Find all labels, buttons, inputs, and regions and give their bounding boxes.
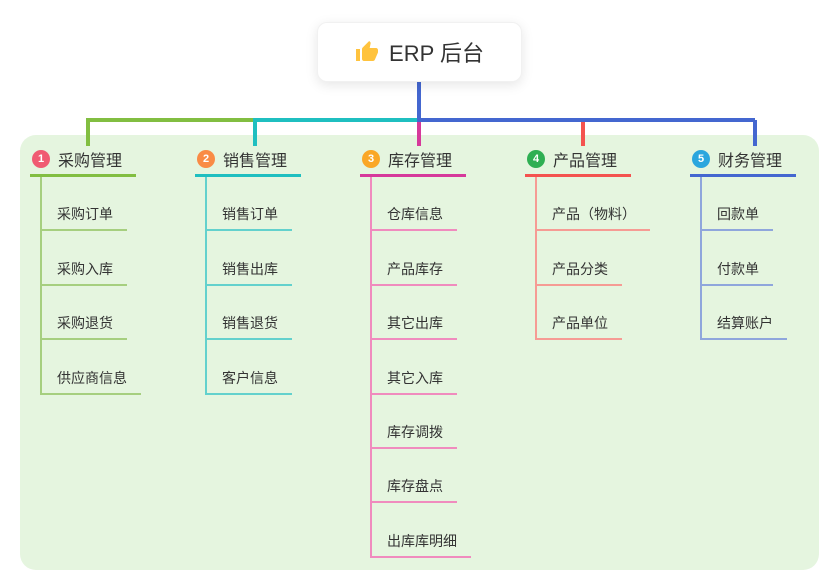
branch-item[interactable]: 采购退货 xyxy=(42,286,127,341)
branch-item[interactable]: 产品（物料） xyxy=(537,177,650,232)
branch-item-label: 出库库明细 xyxy=(387,532,457,549)
branch-header[interactable]: 4 产品管理 xyxy=(525,146,632,177)
branch-item-label: 采购订单 xyxy=(57,206,113,223)
branch-label: 销售管理 xyxy=(223,153,288,170)
branch-number-badge: 3 xyxy=(362,150,380,168)
root-title: ERP 后台 xyxy=(389,41,484,66)
branch-item-label: 产品单位 xyxy=(552,315,608,332)
branch-item[interactable]: 采购入库 xyxy=(42,231,127,286)
thumbs-up-icon xyxy=(356,41,379,61)
branch-3: 3 库存管理 仓库信息 产品库存 其它出库 其它入库 库存调拨 库存盘点 出库库… xyxy=(360,146,471,558)
branch-header[interactable]: 3 库存管理 xyxy=(360,146,467,177)
thumbs-up-path xyxy=(356,41,379,61)
branch-item-label: 库存盘点 xyxy=(387,478,443,495)
branch-items: 产品（物料） 产品分类 产品单位 xyxy=(535,177,650,341)
branch-item-label: 销售退货 xyxy=(222,315,278,332)
branch-item[interactable]: 其它出库 xyxy=(372,286,457,341)
connector-horizontal-segment xyxy=(86,118,253,122)
branch-item-label: 采购退货 xyxy=(57,315,113,332)
branch-item-label: 回款单 xyxy=(717,206,759,223)
branch-number-badge: 5 xyxy=(692,150,710,168)
branch-2: 2 销售管理 销售订单 销售出库 销售退货 客户信息 xyxy=(195,146,302,395)
branch-item[interactable]: 采购订单 xyxy=(42,177,127,232)
branch-label: 采购管理 xyxy=(58,153,123,170)
branch-item-label: 结算账户 xyxy=(717,315,773,332)
branch-item-label: 其它出库 xyxy=(387,315,443,332)
branch-item-label: 销售订单 xyxy=(222,206,278,223)
branch-header[interactable]: 2 销售管理 xyxy=(195,146,302,177)
branch-items: 采购订单 采购入库 采购退货 供应商信息 xyxy=(40,177,141,395)
branch-item[interactable]: 回款单 xyxy=(702,177,773,232)
branch-item[interactable]: 结算账户 xyxy=(702,286,787,341)
branch-item[interactable]: 出库库明细 xyxy=(372,503,471,558)
branch-item[interactable]: 客户信息 xyxy=(207,340,292,395)
branch-item[interactable]: 产品分类 xyxy=(537,231,622,286)
branch-items: 销售订单 销售出库 销售退货 客户信息 xyxy=(205,177,292,395)
branch-item[interactable]: 销售订单 xyxy=(207,177,292,232)
branch-item-label: 产品分类 xyxy=(552,260,608,277)
branch-item-label: 采购入库 xyxy=(57,260,113,277)
branch-item[interactable]: 库存调拨 xyxy=(372,395,457,449)
branch-item-label: 客户信息 xyxy=(222,369,278,386)
branch-item[interactable]: 仓库信息 xyxy=(372,177,457,232)
branch-number-badge: 4 xyxy=(527,150,545,168)
connector-drop xyxy=(417,120,421,146)
branch-item-label: 产品库存 xyxy=(387,260,443,277)
branch-item-label: 其它入库 xyxy=(387,369,443,386)
connector-horizontal-segment xyxy=(253,118,417,122)
branch-4: 4 产品管理 产品（物料） 产品分类 产品单位 xyxy=(525,146,650,341)
branch-label: 库存管理 xyxy=(388,153,453,170)
branch-item-label: 产品（物料） xyxy=(552,206,636,223)
branch-label: 财务管理 xyxy=(718,153,783,170)
root-node[interactable]: ERP 后台 xyxy=(317,22,522,82)
branch-item[interactable]: 销售出库 xyxy=(207,231,292,286)
branch-item[interactable]: 产品库存 xyxy=(372,231,457,286)
branch-item-label: 供应商信息 xyxy=(57,369,127,386)
branches-panel xyxy=(20,135,819,570)
branch-item-label: 库存调拨 xyxy=(387,423,443,440)
branch-item[interactable]: 供应商信息 xyxy=(42,340,141,395)
connector-horizontal-segment xyxy=(417,118,755,122)
connector-drop xyxy=(253,120,257,146)
branch-item-label: 仓库信息 xyxy=(387,206,443,223)
branch-header[interactable]: 5 财务管理 xyxy=(690,146,797,177)
connector-drop xyxy=(753,120,757,146)
branch-label: 产品管理 xyxy=(553,153,618,170)
branch-item[interactable]: 付款单 xyxy=(702,231,773,286)
connector-stem xyxy=(417,82,421,122)
branch-item-label: 销售出库 xyxy=(222,260,278,277)
connector-drop xyxy=(86,120,90,146)
branch-header[interactable]: 1 采购管理 xyxy=(30,146,137,177)
branch-1: 1 采购管理 采购订单 采购入库 采购退货 供应商信息 xyxy=(30,146,141,395)
branch-item[interactable]: 其它入库 xyxy=(372,340,457,395)
branch-item[interactable]: 产品单位 xyxy=(537,286,622,341)
branch-items: 回款单 付款单 结算账户 xyxy=(700,177,787,341)
branch-number-badge: 2 xyxy=(197,150,215,168)
branch-number-badge: 1 xyxy=(32,150,50,168)
branch-5: 5 财务管理 回款单 付款单 结算账户 xyxy=(690,146,797,341)
branch-item[interactable]: 销售退货 xyxy=(207,286,292,341)
branch-item-label: 付款单 xyxy=(717,260,759,277)
connector-drop xyxy=(581,120,585,146)
branch-items: 仓库信息 产品库存 其它出库 其它入库 库存调拨 库存盘点 出库库明细 xyxy=(370,177,471,558)
branch-item[interactable]: 库存盘点 xyxy=(372,449,457,504)
